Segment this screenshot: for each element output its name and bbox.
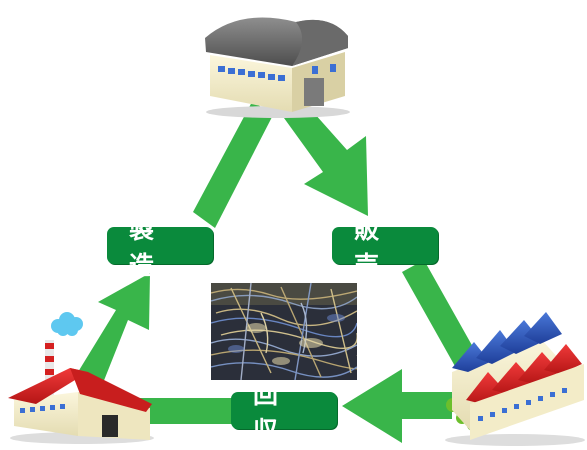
- arrow-sales-to-factory: [402, 260, 478, 368]
- arrow-factory-to-collection: [342, 369, 452, 443]
- recycled-fiber-bale-photo: [211, 283, 357, 380]
- arrow-factory-to-manufacturing: [78, 273, 150, 383]
- factory-with-chimney-icon: [8, 312, 154, 444]
- arrow-warehouse-to-sales: [284, 104, 368, 216]
- connector-collection-to-factory: [140, 398, 232, 424]
- manufacturing-label: 製造: [107, 215, 213, 280]
- collection-label: 回収: [231, 380, 337, 445]
- multi-roof-factory-icon: [445, 312, 585, 446]
- warehouse-icon: [205, 17, 350, 118]
- arrow-manufacturing-to-warehouse: [193, 100, 272, 228]
- sales-label: 販売: [332, 215, 438, 280]
